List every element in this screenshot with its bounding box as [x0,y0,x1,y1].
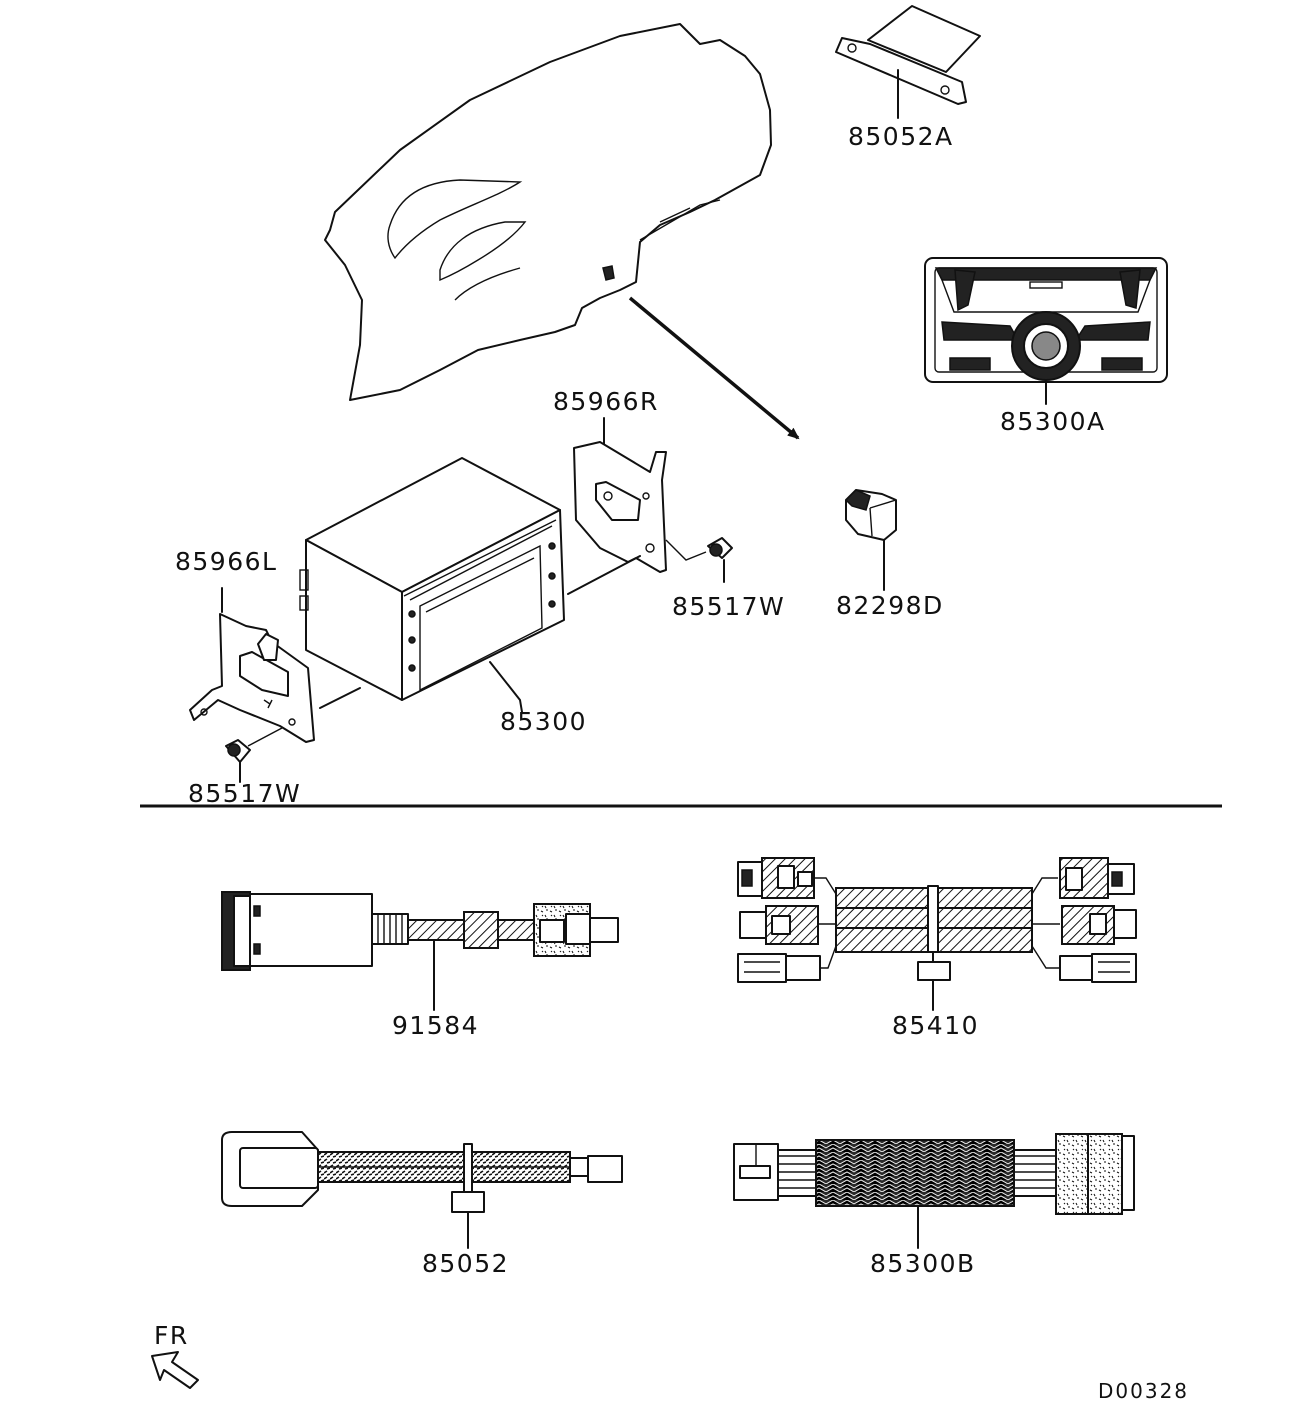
part-85517W-right-illustration [665,537,733,583]
part-label-85410: 85410 [892,1011,979,1040]
part-85300A-illustration [924,257,1168,405]
part-label-85517W-left: 85517W [188,779,301,808]
part-label-85300A: 85300A [1000,407,1106,436]
part-label-85966R: 85966R [553,387,659,416]
part-label-91584: 91584 [392,1011,479,1040]
diagram-code: D00328 [1098,1379,1189,1403]
front-arrow-icon [151,1351,199,1389]
part-label-85517W-right: 85517W [672,592,785,621]
part-85410-illustration [737,857,1137,1011]
part-85052A-illustration [835,5,981,119]
location-arrow [628,296,800,440]
part-85966L-illustration [189,587,315,743]
part-85517W-left-illustration [225,727,283,783]
part-label-82298D: 82298D [836,591,944,620]
part-85300-illustration [299,457,641,713]
part-label-85300B: 85300B [870,1249,976,1278]
part-label-85966L: 85966L [175,547,277,576]
front-direction-indicator: FR [151,1321,199,1389]
part-label-85052: 85052 [422,1249,509,1278]
part-85300B-illustration [733,1133,1135,1249]
dashboard-illustration [324,23,772,401]
part-82298D-illustration [844,489,897,591]
part-85052-illustration [221,1131,623,1249]
part-91584-illustration [221,891,619,1011]
part-label-85300: 85300 [500,707,587,736]
part-85966R-illustration [573,417,667,573]
front-direction-label: FR [154,1321,189,1350]
part-label-85052A: 85052A [848,122,954,151]
